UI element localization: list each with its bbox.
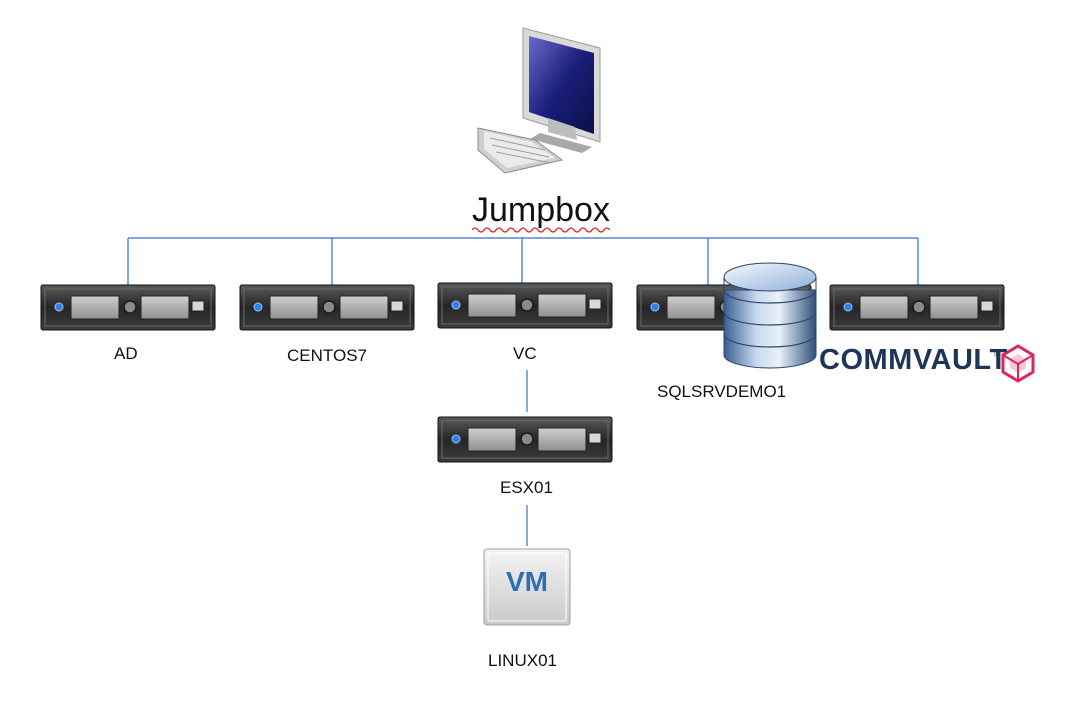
commvault-logo-mark (1001, 344, 1035, 383)
node-label-esx01: ESX01 (500, 478, 553, 497)
server-icon-centos7 (239, 284, 415, 331)
commvault-wordmark: COMMVAULT (819, 344, 1008, 376)
node-label-linux01: LINUX01 (488, 651, 557, 670)
server-icon-vc (437, 282, 613, 329)
vm-icon (483, 548, 571, 626)
spellcheck-underline (472, 227, 610, 233)
vm-badge-text: VM (506, 566, 548, 597)
node-label-sqlsrvdemo1: SQLSRVDEMO1 (657, 382, 787, 401)
server-icon-commvault (829, 284, 1005, 331)
connection-lines (127, 237, 919, 546)
server-icon-ad (40, 284, 216, 331)
server-icon-esx01 (437, 416, 613, 463)
node-label-ad: AD (114, 344, 138, 363)
trademark-symbol: ® (994, 350, 1000, 359)
database-icon (723, 262, 817, 369)
node-label-centos7: CENTOS7 (287, 346, 367, 365)
jumpbox-computer-icon (477, 27, 601, 174)
node-label-vc: VC (513, 344, 537, 363)
diagram-title: Jumpbox (472, 191, 610, 229)
